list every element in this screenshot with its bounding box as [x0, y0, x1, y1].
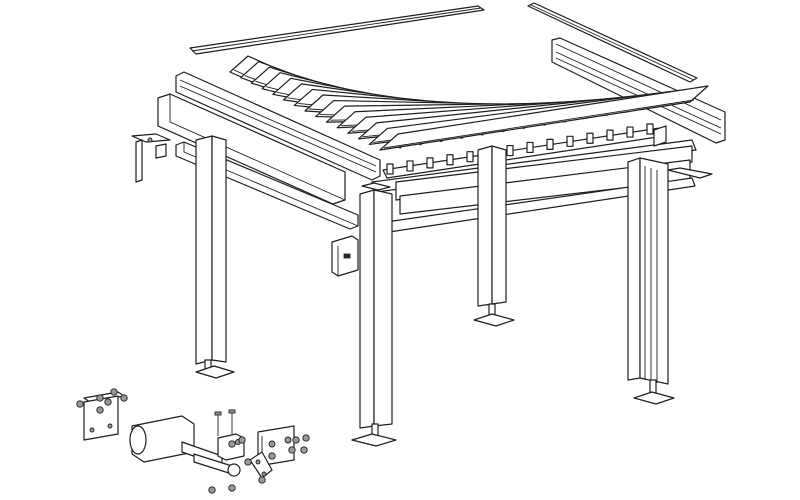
- louver-pivot-clip: [586, 132, 594, 144]
- nut: [292, 436, 300, 444]
- nut: [104, 398, 112, 406]
- louver-pivot-clip: [386, 163, 394, 175]
- nut: [228, 484, 236, 492]
- motor-cover-box: [331, 235, 359, 277]
- corner-bracket-right: [653, 125, 667, 147]
- mounting-plate-left: [83, 391, 125, 441]
- nut: [96, 406, 104, 414]
- louver-pivot-clip: [426, 157, 434, 169]
- louver-pivot-clip: [466, 151, 474, 163]
- linear-actuator: [129, 415, 241, 477]
- bolt: [214, 411, 222, 436]
- nut: [96, 394, 104, 402]
- louver-pivot-clip: [546, 138, 554, 150]
- side-rail-right: [551, 37, 726, 144]
- louver-pivot-clip: [506, 144, 514, 157]
- nut: [120, 394, 128, 402]
- post-back-right: [477, 145, 507, 319]
- louver-blades: [229, 55, 709, 151]
- top-cap-strip-left: [189, 5, 485, 55]
- nut: [258, 476, 266, 484]
- nut: [244, 458, 252, 466]
- fastener-set: [76, 388, 310, 494]
- base-plate-back-right: [473, 313, 515, 327]
- base-plate-back-left: [195, 365, 235, 379]
- nut: [110, 388, 118, 396]
- nut: [268, 452, 276, 460]
- nut: [228, 440, 236, 448]
- post-front-center: [359, 182, 393, 439]
- nut: [288, 446, 296, 454]
- louver-pivot-clip: [446, 154, 454, 166]
- louver-pivot-clip: [566, 135, 574, 147]
- post-back-left: [195, 135, 227, 373]
- post-front-right: [627, 157, 669, 395]
- wall-bracket-left: [131, 133, 171, 183]
- louver-pivot-clip: [626, 126, 634, 138]
- front-beam-right: [371, 139, 697, 215]
- nut: [302, 434, 310, 442]
- base-plate-front-center: [351, 433, 397, 447]
- front-beam-left: [157, 93, 346, 205]
- actuator-kit: [76, 388, 310, 494]
- louver-pivot-clip: [646, 123, 654, 135]
- louver-pivot-clip: [526, 141, 534, 154]
- louver-blade: [379, 85, 709, 151]
- nut: [300, 446, 308, 454]
- lever-arm: [249, 451, 273, 479]
- mounting-plate-right: [257, 425, 295, 467]
- nut: [238, 436, 246, 444]
- nut: [208, 486, 216, 494]
- top-cap-strip-right: [527, 2, 698, 83]
- louver-pivot-clip: [406, 160, 414, 172]
- louver-pivot-clip: [606, 129, 614, 141]
- base-plate-front-right: [633, 391, 675, 405]
- nut: [76, 400, 84, 408]
- side-rail-left: [175, 71, 381, 181]
- bolt: [228, 409, 236, 434]
